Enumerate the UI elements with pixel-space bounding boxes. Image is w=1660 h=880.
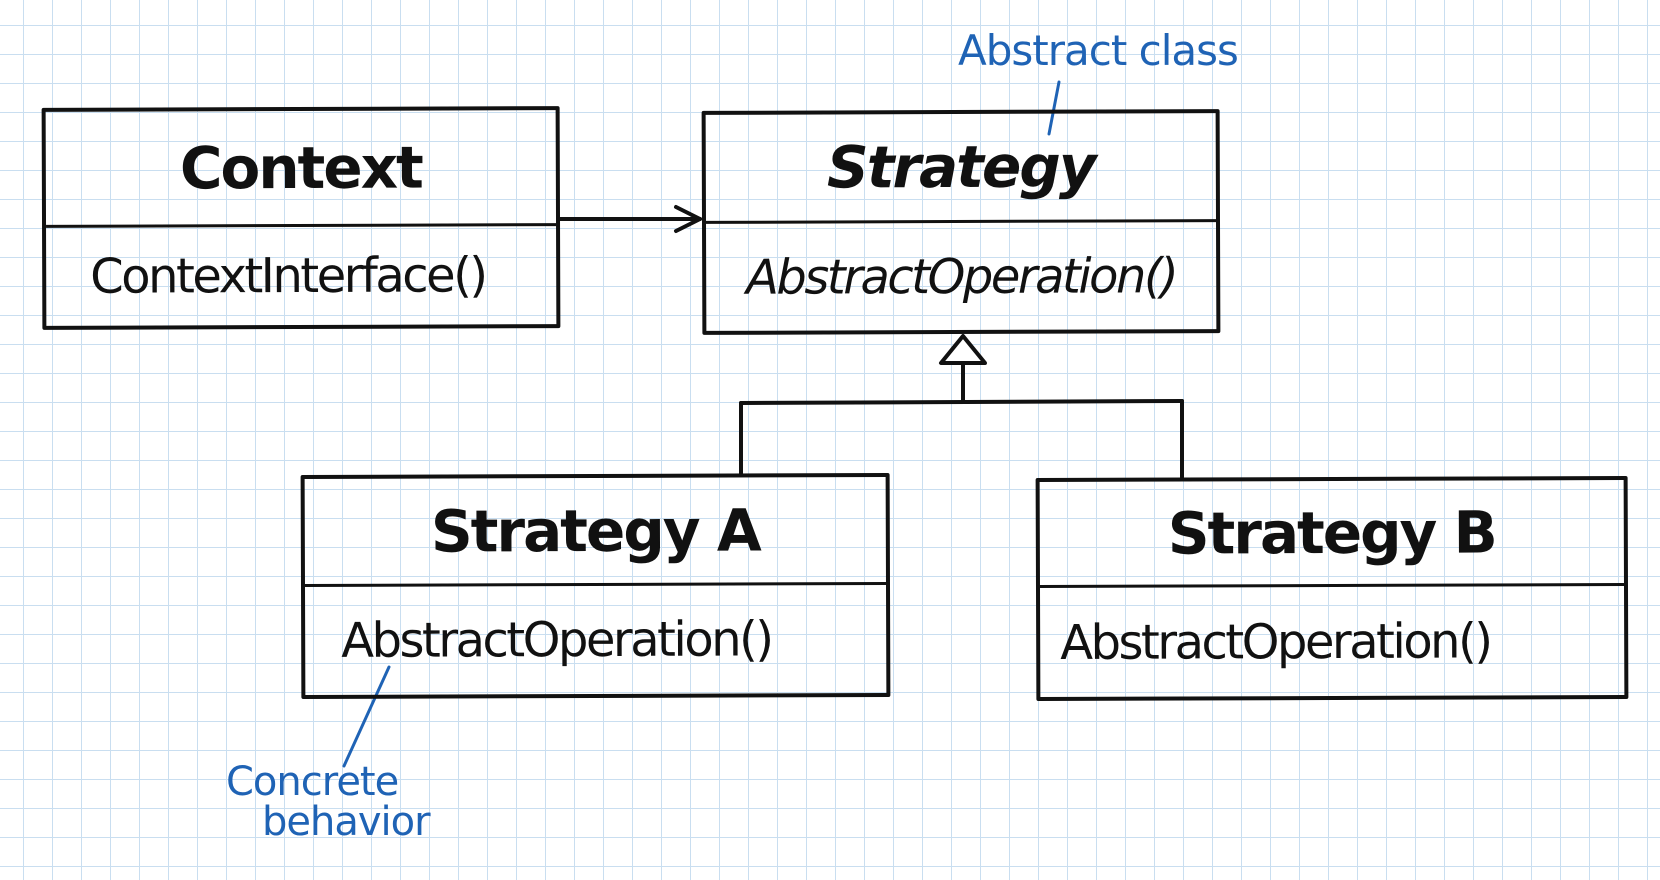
strategy-class: Strategy AbstractOperation() [701,109,1221,335]
association-arrowhead [674,205,702,233]
concrete-behavior-annotation: Concrete behavior [226,759,431,845]
context-class: Context ContextInterface() [41,106,561,330]
class-name: Context [45,110,557,228]
annotation-line: Concrete [226,759,399,805]
abstract-class-annotation: Abstract class [958,26,1239,75]
class-name: Strategy A [304,476,886,588]
strategy-a-class: Strategy A AbstractOperation() [300,472,891,700]
abstract-class-leader [1047,80,1061,136]
class-method: AbstractOperation() [1060,612,1491,671]
class-name: Strategy B [1039,479,1624,589]
class-method: AbstractOperation() [745,247,1177,306]
class-method: AbstractOperation() [341,611,772,669]
inheritance-bar [739,399,1184,405]
annotation-line: behavior [262,799,431,845]
class-name: Strategy [705,113,1217,224]
class-method: ContextInterface() [90,247,486,305]
inheritance-triangle [939,334,987,365]
strategy-b-class: Strategy B AbstractOperation() [1035,475,1629,702]
concrete-behavior-leader [342,665,391,768]
